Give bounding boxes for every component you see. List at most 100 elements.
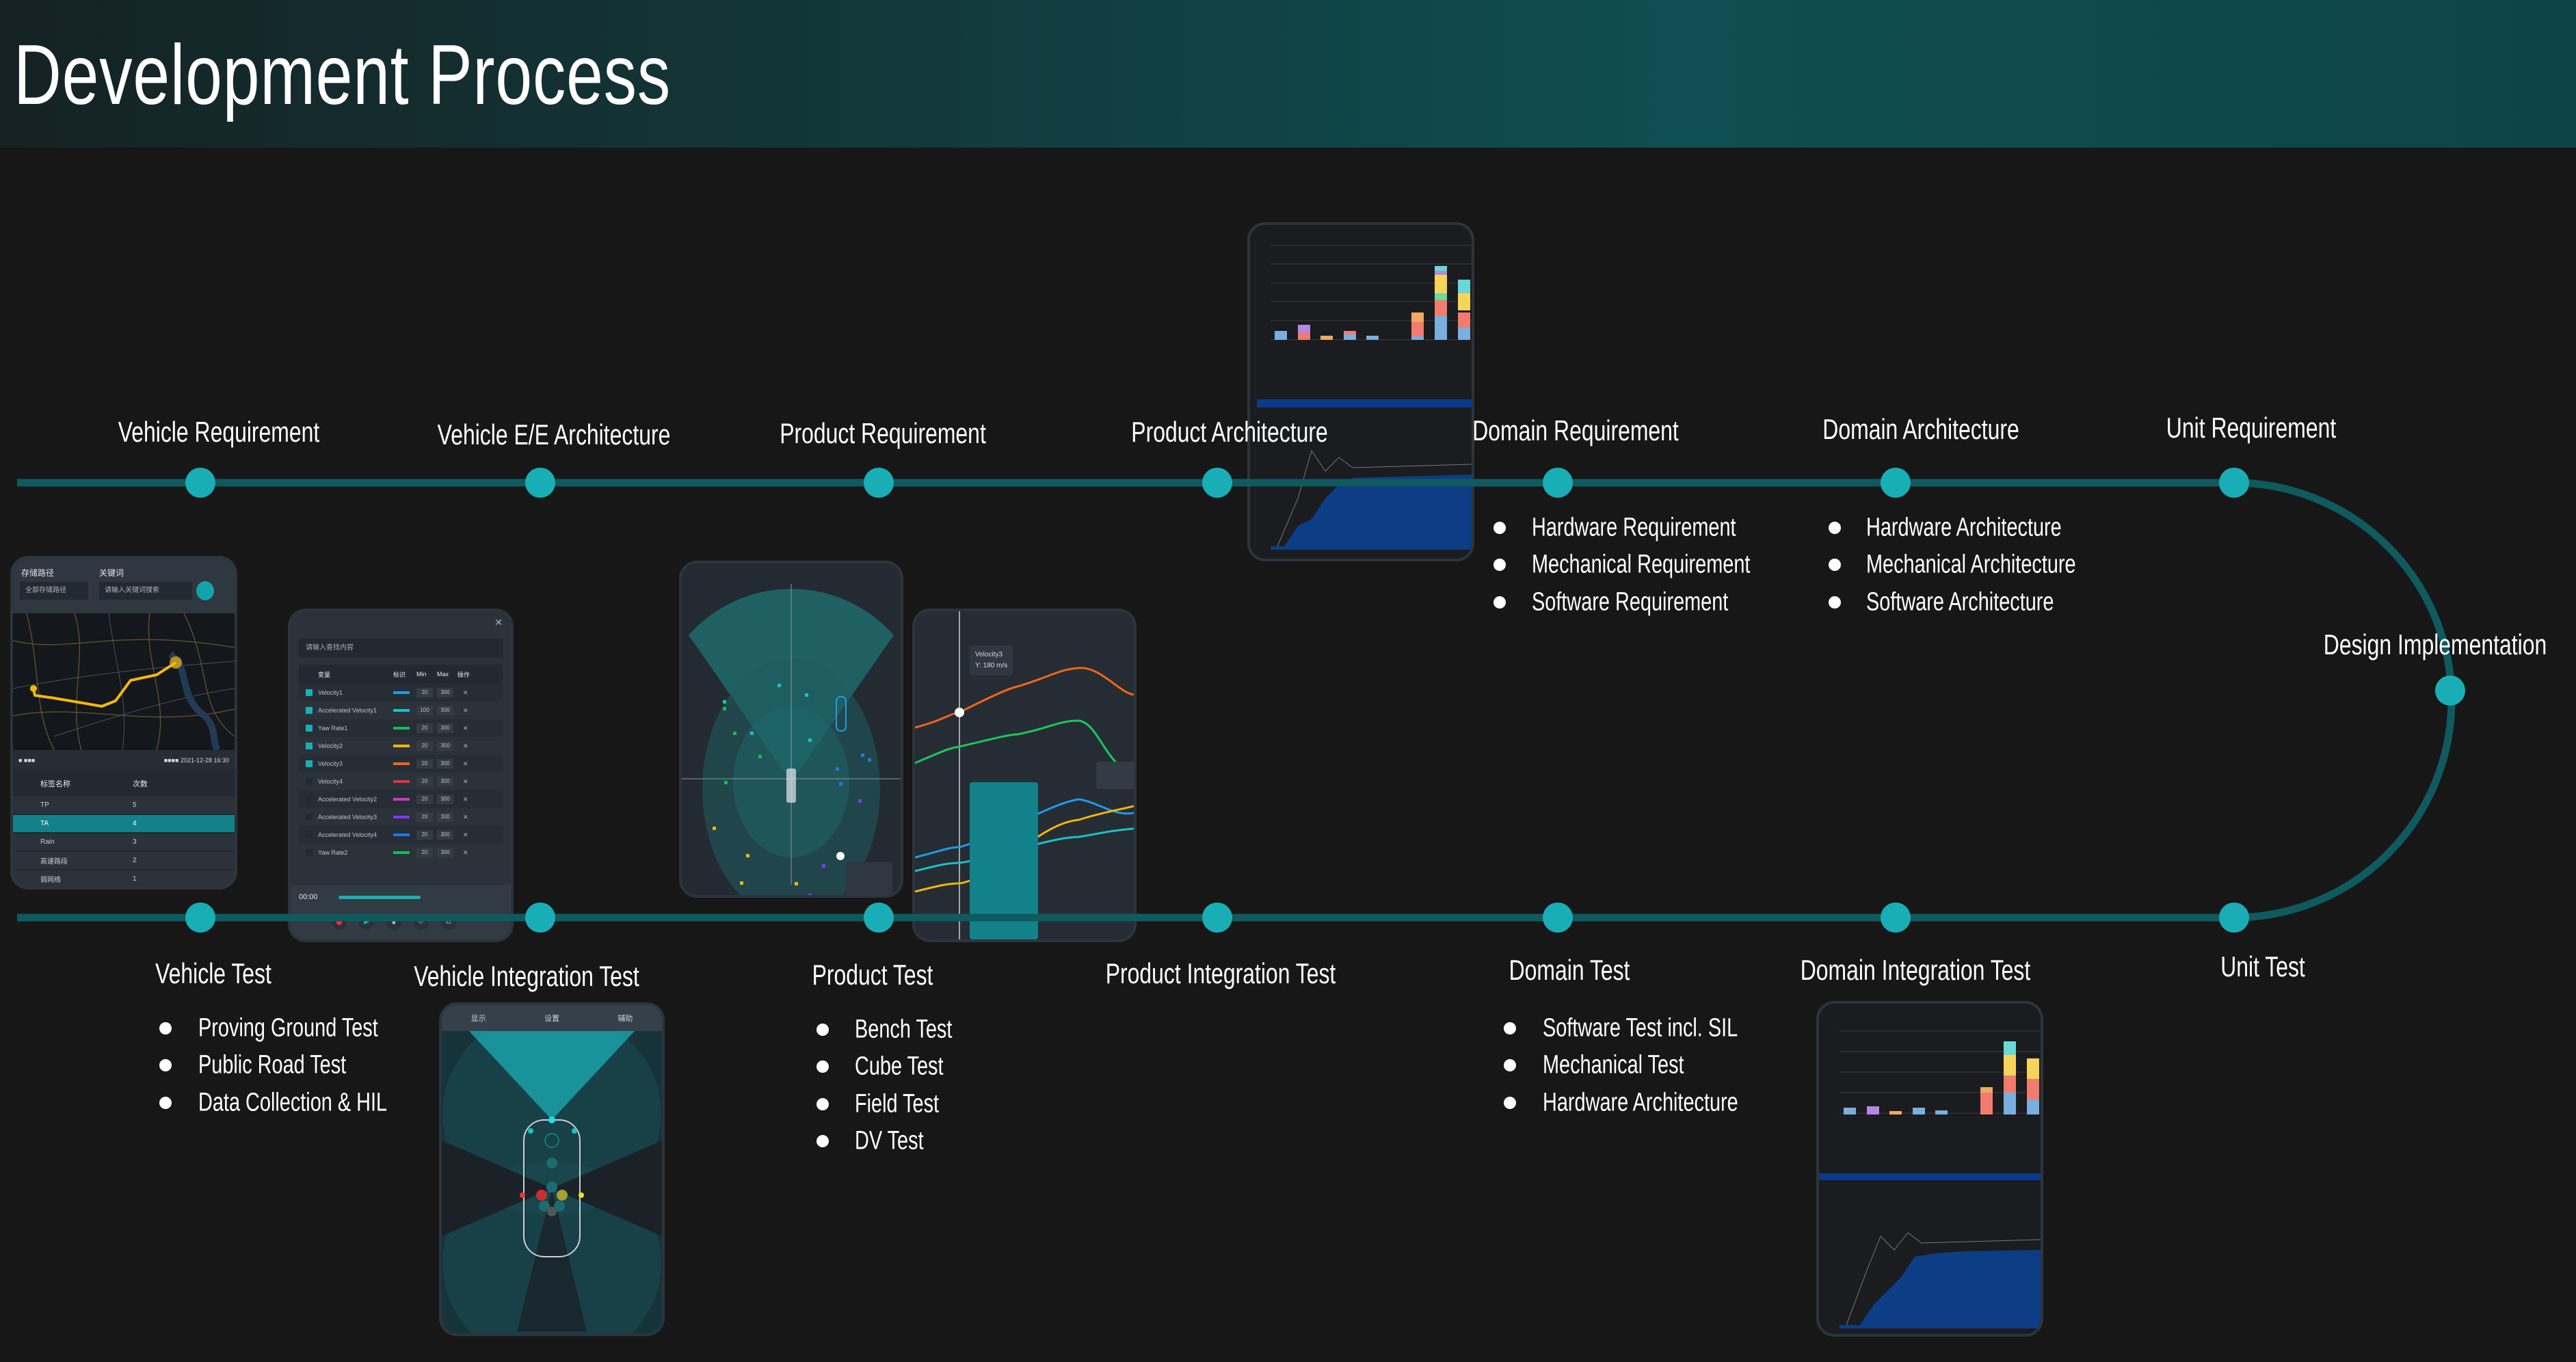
series-marker: [393, 798, 410, 801]
remove-icon[interactable]: ✕: [463, 760, 468, 767]
search-icon[interactable]: [196, 581, 214, 600]
variable-name: Accelerated Velocity2: [318, 796, 377, 803]
variable-row[interactable]: Yaw Rate1 20 300 ✕: [299, 719, 503, 737]
tab-display[interactable]: 显示: [470, 1015, 486, 1023]
min-input[interactable]: 100: [416, 706, 433, 715]
stage-label: Design Implementation: [2323, 628, 2547, 660]
max-input[interactable]: 300: [437, 688, 453, 697]
bullet-icon: [159, 1059, 172, 1071]
speed-button[interactable]: x2: [441, 915, 456, 930]
path-label: 存储路径: [21, 568, 55, 578]
remove-icon[interactable]: ✕: [463, 742, 468, 749]
checkbox[interactable]: [306, 796, 313, 803]
bullet-text: Cube Test: [855, 1052, 944, 1081]
checkbox[interactable]: [306, 760, 313, 767]
bullet-icon: [159, 1022, 172, 1034]
variable-search-input[interactable]: 请输入查找内容: [299, 639, 503, 658]
min-input[interactable]: 20: [416, 688, 433, 697]
max-input[interactable]: 300: [437, 848, 453, 857]
min-input[interactable]: 20: [416, 741, 433, 751]
checkbox[interactable]: [306, 725, 313, 732]
map-view[interactable]: [13, 613, 235, 753]
remove-icon[interactable]: ✕: [463, 777, 468, 785]
max-input[interactable]: 300: [437, 706, 453, 715]
variable-name: Yaw Rate1: [318, 725, 348, 732]
min-input[interactable]: 20: [416, 848, 433, 857]
series-marker: [393, 762, 410, 765]
stage-label: Vehicle Test: [155, 957, 271, 989]
remove-icon[interactable]: ✕: [463, 849, 468, 856]
bullet-icon: [1493, 596, 1506, 609]
checkbox[interactable]: [306, 849, 313, 856]
remove-icon[interactable]: ✕: [463, 831, 468, 838]
table-header: 变量 标识 Min Max 操作: [299, 665, 503, 684]
stage-label: Domain Test: [1509, 954, 1630, 986]
bullet-text: Data Collection & HIL: [198, 1088, 388, 1117]
min-input[interactable]: 20: [416, 777, 433, 786]
max-input[interactable]: 300: [437, 777, 453, 786]
car-tabs: 显示 设置 辅助: [442, 1005, 662, 1031]
node-vehicle-requirement: [185, 468, 215, 498]
min-input[interactable]: 20: [416, 759, 433, 769]
min-input[interactable]: 20: [416, 723, 433, 733]
max-input[interactable]: 300: [437, 759, 453, 769]
checkbox[interactable]: [306, 743, 313, 749]
play-button[interactable]: ▶: [359, 915, 374, 930]
variable-name: Accelerated Velocity4: [318, 831, 377, 838]
checkbox[interactable]: [306, 707, 313, 714]
remove-icon[interactable]: ✕: [463, 689, 468, 696]
min-input[interactable]: 20: [416, 830, 433, 840]
stage-label: Product Test: [812, 959, 933, 991]
remove-icon[interactable]: ✕: [463, 813, 468, 820]
max-input[interactable]: 300: [437, 830, 453, 840]
bullet-text: Proving Ground Test: [198, 1013, 378, 1043]
checkbox[interactable]: [306, 689, 313, 696]
page-title: Development Process: [14, 28, 671, 122]
checkbox[interactable]: [306, 778, 313, 785]
max-input[interactable]: 300: [437, 723, 453, 733]
bullet-icon: [816, 1024, 829, 1036]
min-input[interactable]: 20: [416, 812, 433, 822]
keyword-input[interactable]: 请输入关键词搜索: [99, 582, 192, 600]
max-input[interactable]: 300: [437, 741, 453, 751]
remove-icon[interactable]: ✕: [463, 724, 468, 732]
tab-settings[interactable]: 设置: [544, 1015, 559, 1023]
progress-slider[interactable]: [338, 896, 421, 899]
remove-icon[interactable]: ✕: [463, 706, 468, 714]
bullet-text: Mechanical Test: [1543, 1050, 1684, 1080]
loop-button[interactable]: ⟳: [414, 915, 429, 930]
stage-label: Domain Requirement: [1472, 414, 1679, 446]
variable-row[interactable]: Accelerated Velocity2 20 300 ✕: [299, 790, 503, 808]
tab-assist[interactable]: 辅助: [618, 1015, 633, 1023]
remove-icon[interactable]: ✕: [463, 795, 468, 803]
variable-name: Velocity4: [318, 778, 343, 785]
variable-row[interactable]: Velocity4 20 300 ✕: [299, 773, 503, 790]
bullet-icon: [1829, 596, 1841, 609]
close-icon[interactable]: ✕: [494, 617, 503, 628]
min-input[interactable]: 20: [416, 794, 433, 804]
bullet-icon: [159, 1097, 172, 1109]
checkbox[interactable]: [306, 831, 313, 838]
car-diagram: [442, 1011, 662, 1333]
bullet-text: Bench Test: [855, 1015, 953, 1044]
stop-button[interactable]: ■: [386, 915, 401, 930]
record-button[interactable]: [332, 915, 347, 930]
path-select[interactable]: 全部存储路径: [20, 582, 88, 600]
stage-label: Product Integration Test: [1105, 957, 1336, 989]
max-input[interactable]: 300: [437, 812, 453, 822]
checkbox[interactable]: [306, 814, 313, 820]
map-status-bar: ■ ■■■■■■■ 2021-12-28 16:30: [13, 750, 235, 771]
max-input[interactable]: 300: [437, 794, 453, 804]
variable-row[interactable]: Accelerated Velocity4 20 300 ✕: [299, 826, 503, 844]
